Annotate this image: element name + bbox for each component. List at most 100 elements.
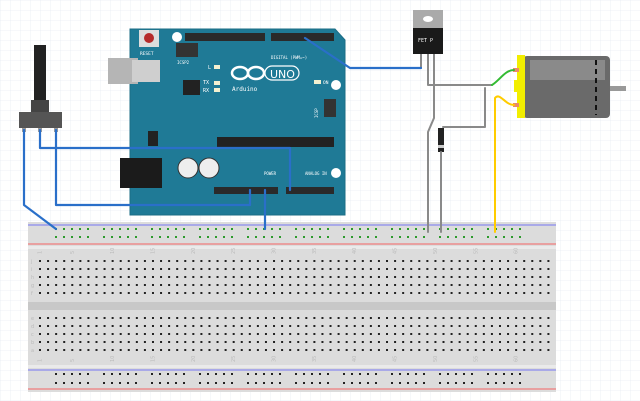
breadboard-hole[interactable]	[394, 333, 397, 335]
breadboard-hole[interactable]	[498, 341, 501, 343]
breadboard-hole[interactable]	[418, 268, 421, 270]
motor-terminal-negative[interactable]	[513, 103, 519, 107]
breadboard-hole[interactable]	[507, 284, 510, 286]
breadboard-hole[interactable]	[273, 317, 276, 319]
top-rail-hole[interactable]	[223, 228, 225, 230]
breadboard-hole[interactable]	[321, 268, 324, 270]
breadboard-hole[interactable]	[208, 341, 211, 343]
bottom-rail-hole[interactable]	[55, 373, 57, 375]
top-rail-hole[interactable]	[319, 228, 321, 230]
breadboard-hole[interactable]	[135, 292, 138, 294]
breadboard-hole[interactable]	[47, 325, 50, 327]
bottom-rail-hole[interactable]	[319, 373, 321, 375]
breadboard-hole[interactable]	[55, 333, 58, 335]
breadboard-hole[interactable]	[386, 260, 389, 262]
breadboard-hole[interactable]	[507, 317, 510, 319]
top-rail-hole[interactable]	[519, 236, 521, 238]
breadboard-hole[interactable]	[151, 268, 154, 270]
breadboard-hole[interactable]	[305, 333, 308, 335]
breadboard-hole[interactable]	[240, 276, 243, 278]
breadboard-hole[interactable]	[289, 325, 292, 327]
breadboard-hole[interactable]	[345, 325, 348, 327]
breadboard-hole[interactable]	[313, 292, 316, 294]
breadboard-hole[interactable]	[418, 276, 421, 278]
bottom-rail-hole[interactable]	[303, 382, 305, 384]
top-rail-hole[interactable]	[455, 228, 457, 230]
breadboard-hole[interactable]	[256, 325, 259, 327]
bottom-rail-hole[interactable]	[447, 382, 449, 384]
top-rail-hole[interactable]	[87, 236, 89, 238]
top-rail-hole[interactable]	[415, 228, 417, 230]
breadboard-hole[interactable]	[256, 284, 259, 286]
breadboard-hole[interactable]	[160, 333, 163, 335]
breadboard-hole[interactable]	[515, 292, 518, 294]
breadboard-hole[interactable]	[248, 349, 251, 351]
breadboard-hole[interactable]	[103, 276, 106, 278]
breadboard-hole[interactable]	[345, 349, 348, 351]
breadboard-hole[interactable]	[160, 268, 163, 270]
breadboard-hole[interactable]	[329, 325, 332, 327]
breadboard-hole[interactable]	[111, 325, 114, 327]
breadboard-hole[interactable]	[87, 260, 90, 262]
bottom-rail-hole[interactable]	[511, 382, 513, 384]
breadboard-hole[interactable]	[39, 333, 41, 335]
breadboard-hole[interactable]	[386, 333, 389, 335]
breadboard-hole[interactable]	[410, 349, 413, 351]
breadboard-hole[interactable]	[442, 260, 445, 262]
breadboard-hole[interactable]	[87, 292, 90, 294]
breadboard-hole[interactable]	[184, 276, 187, 278]
wire-pin3-gate[interactable]	[303, 36, 423, 70]
breadboard-hole[interactable]	[143, 341, 146, 343]
breadboard-hole[interactable]	[111, 292, 114, 294]
bottom-rail-hole[interactable]	[415, 373, 417, 375]
breadboard-hole[interactable]	[442, 284, 445, 286]
breadboard-hole[interactable]	[168, 268, 171, 270]
breadboard-hole[interactable]	[402, 317, 405, 319]
breadboard-hole[interactable]	[531, 349, 534, 351]
breadboard-hole[interactable]	[418, 341, 421, 343]
breadboard-hole[interactable]	[63, 276, 66, 278]
breadboard-hole[interactable]	[240, 349, 243, 351]
breadboard-hole[interactable]	[369, 268, 372, 270]
breadboard-hole[interactable]	[515, 333, 518, 335]
top-rail-hole[interactable]	[263, 236, 265, 238]
breadboard-hole[interactable]	[539, 317, 542, 319]
breadboard-hole[interactable]	[39, 284, 41, 286]
bottom-rail-hole[interactable]	[207, 382, 209, 384]
breadboard-hole[interactable]	[95, 333, 98, 335]
motor-terminal-positive[interactable]	[513, 68, 519, 72]
bottom-rail-hole[interactable]	[167, 373, 169, 375]
breadboard-hole[interactable]	[240, 292, 243, 294]
power-header[interactable]	[214, 187, 278, 194]
breadboard-hole[interactable]	[273, 325, 276, 327]
bottom-rail-hole[interactable]	[503, 373, 505, 375]
breadboard-hole[interactable]	[55, 292, 58, 294]
breadboard-hole[interactable]	[474, 268, 477, 270]
bottom-rail-hole[interactable]	[471, 373, 473, 375]
wire-pot-ground[interactable]	[22, 128, 58, 231]
bottom-rail-hole[interactable]	[303, 373, 305, 375]
breadboard-hole[interactable]	[71, 333, 74, 335]
top-rail-hole[interactable]	[231, 228, 233, 230]
bottom-rail-hole[interactable]	[127, 382, 129, 384]
breadboard-hole[interactable]	[71, 349, 74, 351]
breadboard-hole[interactable]	[474, 333, 477, 335]
breadboard-hole[interactable]	[474, 284, 477, 286]
breadboard-hole[interactable]	[466, 284, 469, 286]
breadboard-hole[interactable]	[547, 349, 550, 351]
breadboard-hole[interactable]	[224, 268, 227, 270]
top-rail-hole[interactable]	[327, 236, 329, 238]
breadboard-hole[interactable]	[160, 260, 163, 262]
breadboard-hole[interactable]	[458, 349, 461, 351]
bottom-rail-hole[interactable]	[271, 382, 273, 384]
breadboard-hole[interactable]	[490, 268, 493, 270]
breadboard-hole[interactable]	[248, 268, 251, 270]
breadboard-hole[interactable]	[418, 325, 421, 327]
bottom-rail-hole[interactable]	[79, 382, 81, 384]
breadboard-hole[interactable]	[507, 276, 510, 278]
breadboard-hole[interactable]	[410, 284, 413, 286]
breadboard-hole[interactable]	[369, 349, 372, 351]
bottom-rail-hole[interactable]	[295, 382, 297, 384]
bottom-rail-hole[interactable]	[375, 373, 377, 375]
breadboard-hole[interactable]	[79, 276, 82, 278]
